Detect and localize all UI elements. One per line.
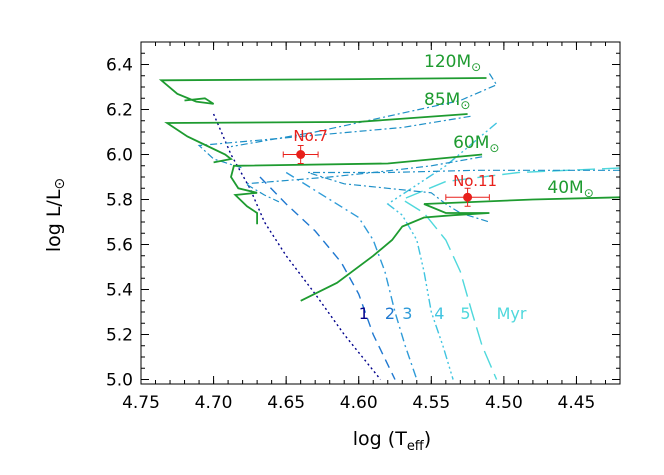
x-tick-label: 4.75 [122, 393, 160, 413]
isochrone-2-line [259, 176, 396, 380]
isochrone-2-label: 2 [385, 304, 395, 323]
isochrone-4-label: 4 [434, 304, 444, 323]
track-40M-line [300, 196, 620, 302]
x-tick-label: 4.55 [412, 393, 450, 413]
track-85M-line [164, 113, 468, 164]
myr-label: Myr [497, 304, 527, 323]
track-120M-label: 120M⊙ [424, 52, 481, 74]
y-tick-label: 6.0 [106, 146, 133, 166]
track-85M-label: 85M⊙ [424, 90, 470, 112]
observation-No11: No.11 [445, 172, 497, 207]
track-40M-label: 40M⊙ [547, 178, 593, 200]
x-axis-title: log (Teff) [353, 428, 431, 454]
isochrone-1-line [212, 113, 382, 380]
y-tick-label: 6.4 [106, 56, 133, 76]
x-tick-label: 4.65 [267, 393, 305, 413]
observation-No7: No.7 [282, 127, 328, 164]
track-120M-dashdot [230, 73, 498, 148]
track-60M-label: 60M⊙ [453, 133, 499, 155]
x-tick-label: 4.45 [558, 393, 596, 413]
isochrone-3-line [285, 171, 418, 380]
isochrone-5-label: 5 [460, 304, 470, 323]
y-tick-label: 5.4 [106, 281, 133, 301]
observation-point [296, 150, 306, 159]
track-60M-dashdot [243, 156, 483, 203]
x-tick-label: 4.50 [485, 393, 523, 413]
observation-point [463, 192, 473, 202]
observation-label: No.11 [453, 172, 497, 190]
y-axis-title: log L/L⊙ [43, 178, 68, 252]
track-120M-line [158, 77, 487, 105]
observation-label: No.7 [293, 127, 327, 145]
y-tick-label: 5.6 [106, 236, 133, 256]
y-tick-label: 5.0 [106, 371, 133, 391]
isochrone-5-line [400, 167, 620, 380]
y-tick-label: 5.8 [106, 191, 133, 211]
track-60M-line [230, 153, 483, 225]
y-tick-label: 6.2 [106, 101, 133, 121]
isochrone-3-label: 3 [402, 304, 412, 323]
isochrone-1-label: 1 [359, 304, 369, 323]
isochrone-4-line [386, 122, 498, 380]
x-tick-label: 4.60 [340, 393, 378, 413]
y-tick-label: 5.2 [106, 326, 133, 346]
plot-border [140, 41, 621, 385]
axes-frame: 4.75 4.70 4.65 4.60 4.55 4.50 4.45 5.0 5.2 5.4 5.6… [106, 41, 621, 413]
axis-labels: log (Teff) log L/L⊙ [43, 178, 431, 454]
plot-clip [158, 73, 620, 380]
x-tick-label: 4.70 [195, 393, 233, 413]
